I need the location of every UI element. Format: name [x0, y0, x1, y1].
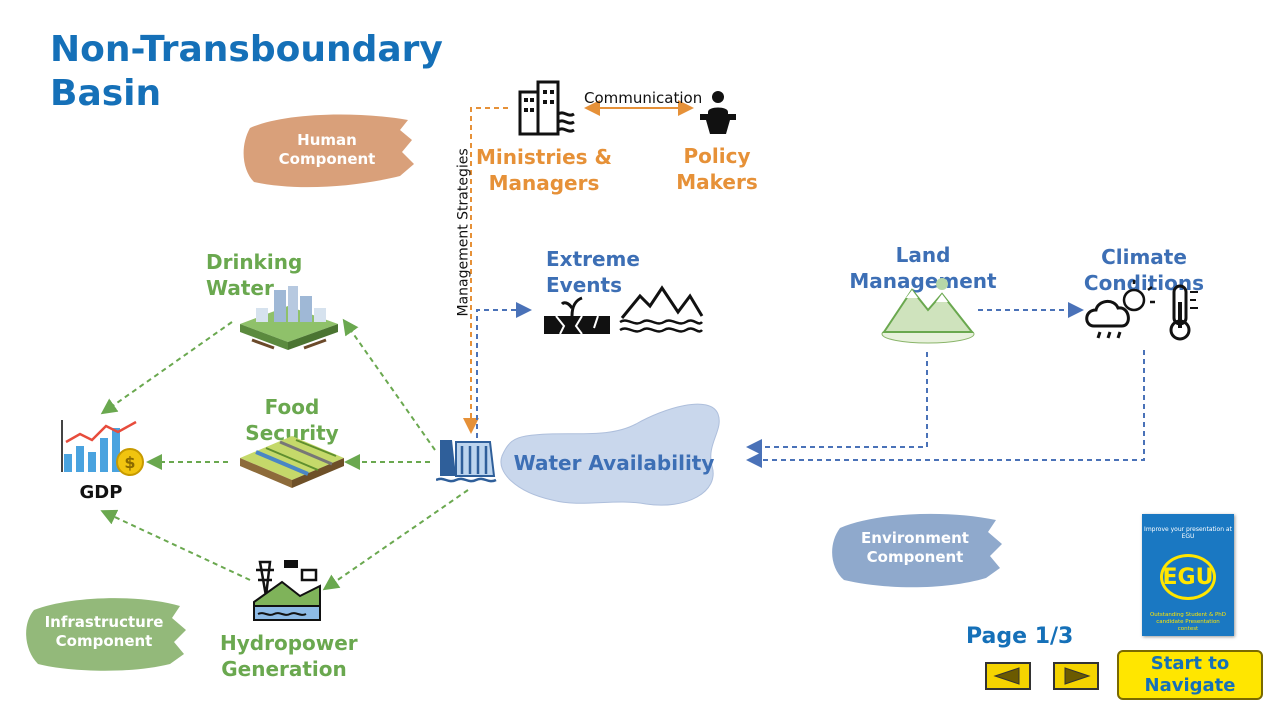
- land-management-label: Land Management: [849, 243, 997, 293]
- prev-page-button[interactable]: [985, 662, 1031, 690]
- flood-icon: [619, 285, 704, 333]
- drought-icon: [544, 296, 610, 335]
- environment-component-blob: [832, 513, 1002, 588]
- building-icon: [518, 80, 575, 136]
- extreme-events-label: Extreme Events: [546, 247, 640, 297]
- climate-conditions-label: Climate Conditions: [1083, 245, 1205, 295]
- infrastructure-component-label: Infrastructure Component: [44, 613, 164, 650]
- mountain-icon: [881, 278, 975, 344]
- start-navigate-button[interactable]: Start to Navigate: [1117, 650, 1263, 700]
- ministries-label: Ministries & Managers: [476, 145, 612, 195]
- city-icon: [240, 286, 338, 350]
- egu-badge: Improve your presentation at EGU EGU Out…: [1142, 514, 1234, 636]
- next-arrow-icon: [1064, 667, 1091, 685]
- gdp-chart-icon: $: [61, 420, 144, 476]
- next-page-button[interactable]: [1053, 662, 1099, 690]
- speaker-icon: [700, 91, 736, 134]
- farm-icon: [240, 436, 344, 488]
- communication-label: Communication: [584, 89, 703, 107]
- water-availability-blob: [500, 403, 720, 506]
- human-component-blob: [243, 114, 414, 188]
- page-title: Non-Transboundary Basin: [50, 29, 443, 114]
- drinking-water-label: Drinking Water: [206, 250, 303, 300]
- food-security-label: Food Security: [245, 395, 339, 445]
- page-indicator: Page 1/3: [966, 624, 1074, 649]
- infrastructure-component-blob: [26, 598, 186, 671]
- thermometer-icon: [1169, 284, 1198, 341]
- egu-logo: EGU: [1160, 554, 1216, 600]
- dam-icon: [436, 440, 497, 483]
- management-strategies-label: Management Strategies: [455, 148, 472, 317]
- power-plant-icon: [253, 560, 321, 621]
- environment-component-label: Environment Component: [861, 529, 969, 566]
- hydropower-label: Hydropower Generation: [220, 631, 358, 681]
- human-component-label: Human Component: [278, 131, 376, 168]
- weather-icon: [1085, 280, 1155, 339]
- egu-badge-top: Improve your presentation at EGU: [1144, 526, 1232, 540]
- gdp-label: GDP: [79, 482, 123, 503]
- svg-text:$: $: [124, 453, 135, 472]
- water-availability-label: Water Availability: [513, 451, 715, 475]
- policy-makers-label: Policy Makers: [676, 144, 758, 194]
- egu-badge-bottom: Outstanding Student & PhD candidate Pres…: [1149, 612, 1227, 632]
- prev-arrow-icon: [993, 667, 1020, 685]
